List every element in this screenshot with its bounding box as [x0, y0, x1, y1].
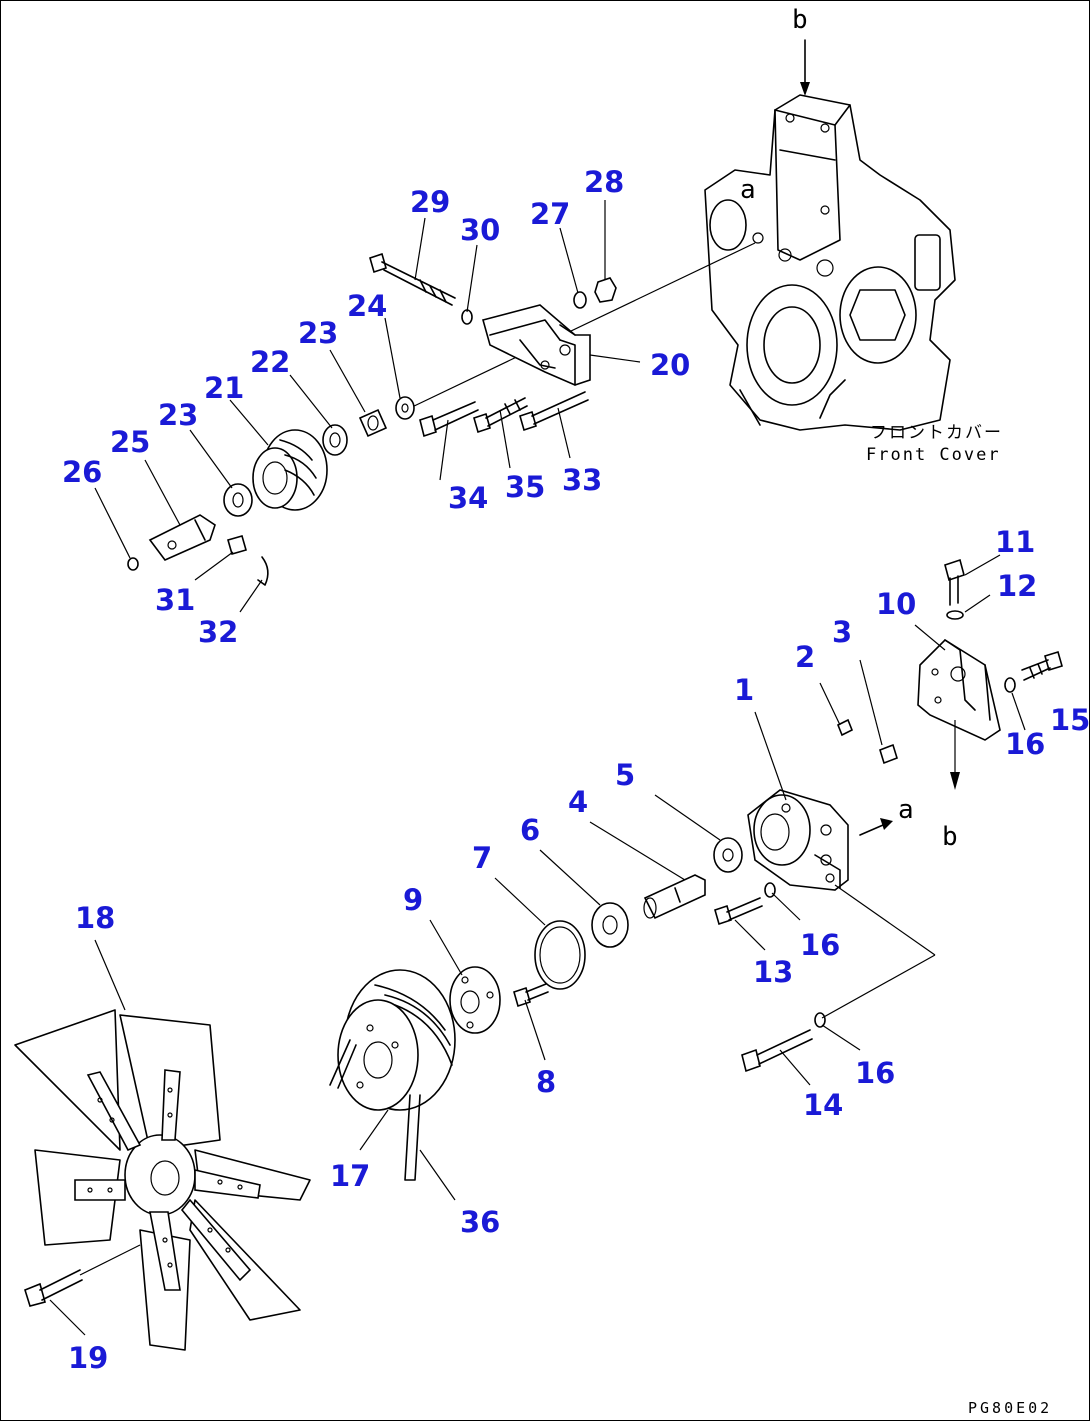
- callout-13: 13: [753, 955, 793, 989]
- fan-pulley-17: [337, 969, 456, 1111]
- reference-label-a-top: a: [740, 175, 756, 205]
- callout-24: 24: [347, 289, 387, 323]
- seal-5: [713, 837, 743, 873]
- long-bolt-14: [741, 1029, 813, 1073]
- callout-21: 21: [204, 371, 244, 405]
- callout-15: 15: [1050, 703, 1090, 737]
- drawing-code: PG80E02: [968, 1399, 1052, 1417]
- fan-bolt-19: [24, 1244, 141, 1307]
- front-cover-label-en: Front Cover: [866, 445, 1001, 465]
- callout-29: 29: [410, 185, 450, 219]
- callout-20: 20: [650, 348, 690, 382]
- washer-16-lower: [814, 1012, 826, 1028]
- callout-22: 22: [250, 345, 290, 379]
- plug-3: [879, 743, 898, 765]
- washer-27: [573, 291, 587, 309]
- gasket-7: [534, 920, 586, 990]
- callout-28: 28: [584, 165, 624, 199]
- v-belt-36: [329, 1039, 421, 1181]
- fan-hub-housing-1: [747, 789, 849, 891]
- washer-31: [227, 535, 247, 555]
- washer-16-bracket: [1004, 677, 1016, 693]
- callout-25: 25: [110, 425, 150, 459]
- reference-label-b-top: b: [792, 5, 808, 35]
- reference-label-a-side: a: [898, 795, 914, 825]
- spacer-9: [449, 966, 501, 1034]
- bearing-6: [591, 902, 629, 948]
- callout-33: 33: [562, 463, 602, 497]
- washer-24: [395, 396, 415, 420]
- callout-35: 35: [505, 470, 545, 504]
- callout-7: 7: [472, 841, 492, 875]
- callout-1: 1: [734, 673, 754, 707]
- callout-6: 6: [520, 813, 540, 847]
- front-cover-label-jp: フロントカバー: [870, 423, 1003, 443]
- callout-34: 34: [448, 481, 488, 515]
- plug-2: [836, 718, 854, 737]
- callout-32: 32: [198, 615, 238, 649]
- callout-8: 8: [536, 1065, 556, 1099]
- callout-14: 14: [803, 1088, 843, 1122]
- assembly-centerline-lower-1: [834, 884, 936, 956]
- callout-10: 10: [876, 587, 916, 621]
- callout-5: 5: [615, 758, 635, 792]
- reference-arrow-b-top: [800, 39, 810, 96]
- assembly-centerline-lower-2: [821, 954, 936, 1019]
- nut-28: [594, 277, 617, 303]
- callout-4: 4: [568, 785, 588, 819]
- callout-9: 9: [403, 883, 423, 917]
- cotter-pin-32: [257, 556, 269, 586]
- callout-23-upper: 23: [298, 316, 338, 350]
- mounting-bracket-10: [917, 638, 1001, 790]
- collar-23-lower: [223, 483, 253, 517]
- callout-12: 12: [997, 569, 1037, 603]
- callout-17: 17: [330, 1159, 370, 1193]
- idler-bracket-20: [482, 304, 591, 386]
- assembly-centerline-upper: [409, 242, 756, 409]
- callout-3: 3: [832, 615, 852, 649]
- bolt-8: [513, 983, 549, 1008]
- idler-pulley-21: [252, 429, 328, 511]
- washer-30: [461, 309, 473, 325]
- reference-label-b-bottom: b: [942, 822, 958, 852]
- callout-2: 2: [795, 640, 815, 674]
- callout-16-bracket: 16: [1005, 727, 1045, 761]
- front-cover-housing: [704, 94, 956, 431]
- callout-27: 27: [530, 197, 570, 231]
- plug-26: [127, 557, 139, 571]
- leader-lines: [49, 200, 1026, 1336]
- callout-31: 31: [155, 583, 195, 617]
- callout-11: 11: [995, 525, 1035, 559]
- callout-19: 19: [68, 1341, 108, 1375]
- bolt-35: [473, 397, 528, 434]
- long-bolt-29: [369, 252, 456, 306]
- shaft-25: [148, 514, 216, 561]
- bolt-11: [944, 558, 965, 606]
- cooling-fan-18: [14, 1009, 311, 1351]
- callout-26: 26: [62, 455, 102, 489]
- bolt-13: [714, 897, 763, 926]
- reference-arrow-a: [859, 818, 893, 836]
- callout-36: 36: [460, 1205, 500, 1239]
- shaft-4: [643, 874, 706, 920]
- bolt-15: [1021, 650, 1063, 681]
- washer-12: [946, 610, 964, 620]
- collar-23-upper: [358, 408, 388, 438]
- bearing-22: [322, 424, 348, 456]
- callout-18: 18: [75, 901, 115, 935]
- callout-30: 30: [460, 213, 500, 247]
- callout-16-middle: 16: [800, 928, 840, 962]
- callout-23-lower: 23: [158, 398, 198, 432]
- bolt-33: [519, 391, 589, 432]
- callout-16-lower: 16: [855, 1056, 895, 1090]
- bolt-34: [419, 401, 479, 438]
